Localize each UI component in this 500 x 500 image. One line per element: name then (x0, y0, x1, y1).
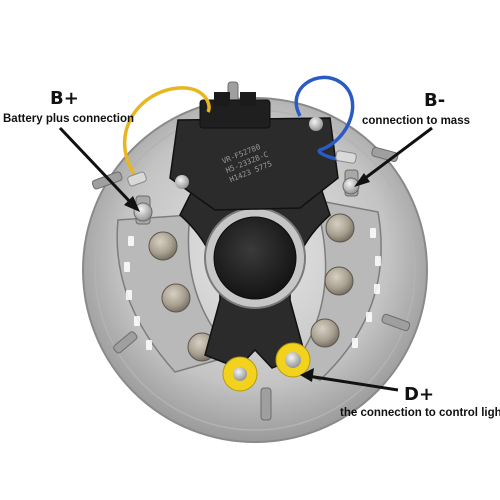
blue-wire (294, 75, 357, 164)
b-plus-terminal (133, 195, 153, 225)
b-minus-title: B- (424, 90, 446, 111)
b-minus-terminal (342, 169, 360, 197)
d-plus-title: D+ (404, 384, 435, 405)
bearing-cap (204, 207, 306, 309)
b-plus-arrow (58, 126, 140, 212)
d-plus-terminal (222, 342, 311, 392)
b-minus-caption: connection to mass (362, 115, 470, 127)
rectifier-plate-right (288, 199, 382, 381)
b-plus-caption: Battery plus connection (3, 113, 134, 125)
d-plus-arrow (300, 368, 399, 392)
d-plus-caption: the connection to control light (340, 407, 500, 419)
b-plus-title: B+ (50, 88, 79, 109)
voltage-regulator: VR-F52780 H5-23328-C H1423 5775 (169, 92, 339, 211)
yellow-wire (122, 86, 211, 187)
b-minus-arrow (354, 126, 433, 187)
